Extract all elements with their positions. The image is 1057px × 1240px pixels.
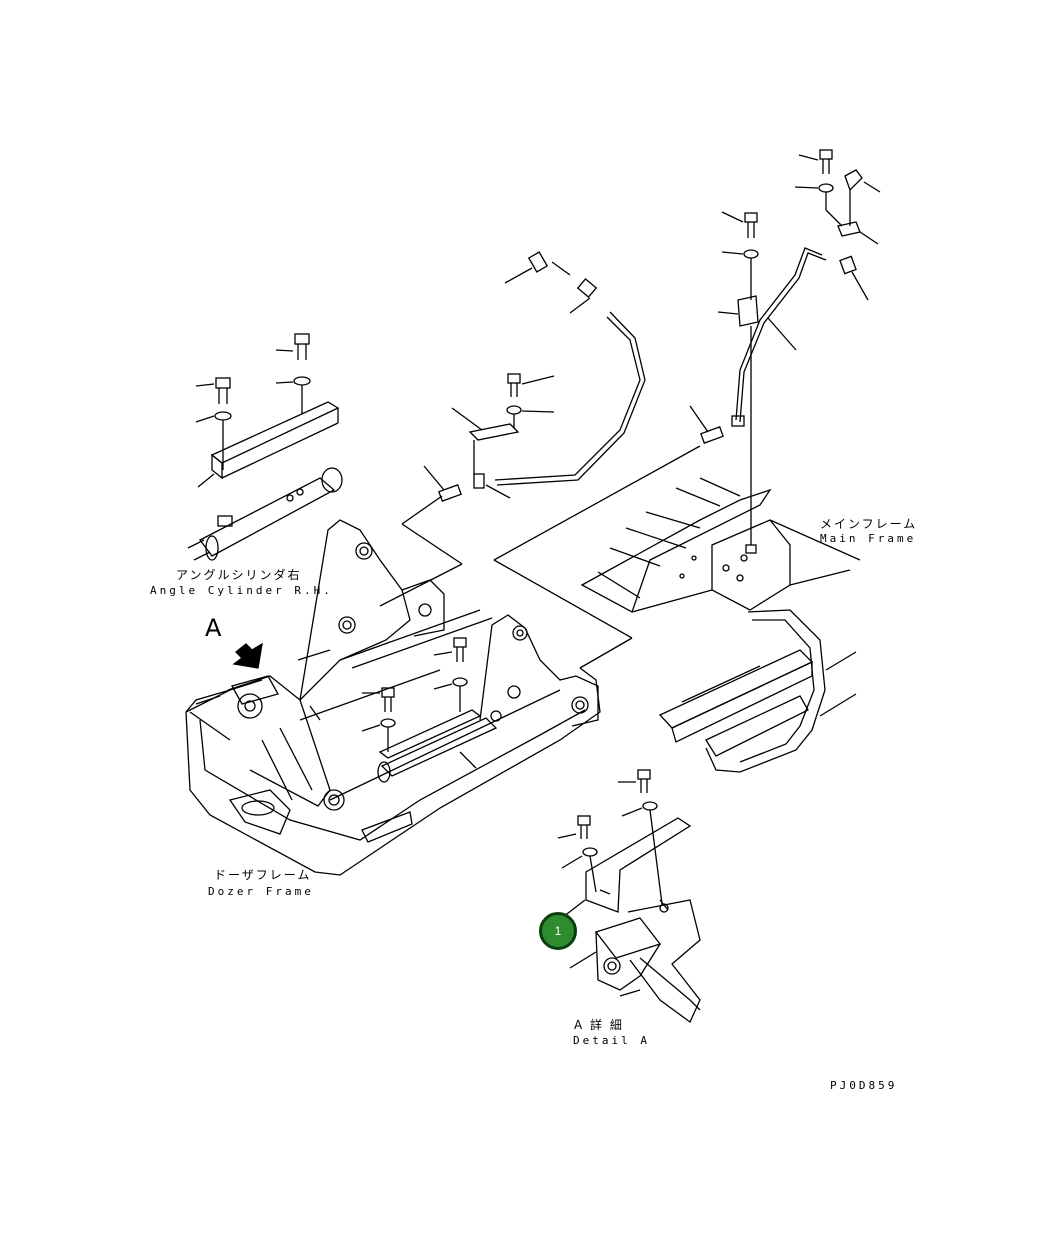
hydraulic-line-right	[689, 149, 881, 554]
dozer-frame-label-en: Dozer Frame	[208, 885, 314, 898]
main-frame	[580, 477, 861, 773]
bolt-icon	[195, 377, 232, 470]
angle-cylinder-label-jp: アングルシリンダ右	[176, 568, 302, 582]
angle-cylinder-assembly	[187, 333, 343, 561]
detail-a-view	[557, 769, 701, 1023]
main-frame-label-en: Main Frame	[820, 532, 917, 545]
detail-a-label-en: Detail A	[573, 1034, 650, 1047]
callout-badge-1[interactable]: 1	[539, 912, 577, 950]
angle-cylinder-label-en: Angle Cylinder R.H.	[150, 584, 333, 597]
view-arrow-icon	[232, 642, 263, 669]
routing-lines	[379, 445, 701, 669]
dozer-frame	[185, 519, 601, 876]
bolt-icon	[275, 333, 311, 414]
view-arrow-label: A	[205, 614, 222, 642]
hydraulic-line-left	[423, 251, 646, 502]
drawing-number: PJ0D859	[830, 1079, 898, 1092]
dozer-frame-label-jp: ドーザフレーム	[214, 868, 312, 882]
main-frame-label-jp: メインフレーム	[820, 517, 918, 531]
detail-a-label-jp: A 詳 細	[574, 1018, 624, 1032]
